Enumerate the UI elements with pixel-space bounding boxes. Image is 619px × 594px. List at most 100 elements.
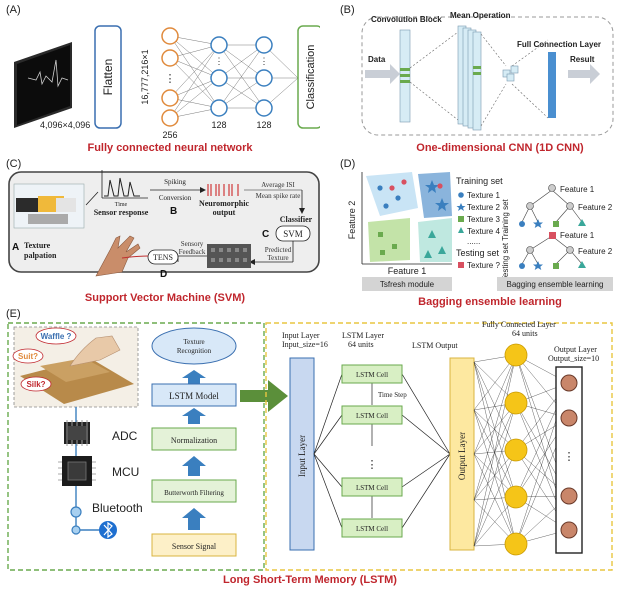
- decision-tree-testing: [521, 235, 583, 265]
- flow-lstm-model: [151, 383, 237, 407]
- ellipsis-128b: ⋮: [260, 56, 269, 66]
- lstm-cell-label: LSTM Cell: [356, 484, 388, 492]
- neuromorphic-label-2: output: [213, 208, 236, 217]
- tens-label: TENS: [153, 253, 173, 262]
- output-layer-header-2: Output_size=10: [548, 354, 599, 363]
- marker-b: B: [170, 206, 177, 217]
- sensor-response-waveform: [104, 177, 140, 197]
- lstm-cell: [341, 364, 403, 384]
- panel-b-caption: One-dimensional CNN (1D CNN): [416, 142, 584, 154]
- lstm-cell-label: LSTM Cell: [356, 371, 388, 379]
- axis-feature-1: Feature 1: [388, 266, 427, 276]
- flow-texture-recognition-label-2: Recognition: [177, 347, 212, 355]
- flow-lstm-model-label: LSTM Model: [169, 391, 219, 401]
- neuromorphic-spikes: [207, 184, 239, 196]
- panel-c-caption: Support Vector Machine (SVM): [84, 292, 246, 304]
- axis-time-label: Time: [115, 202, 128, 208]
- panel-a-label: (A): [6, 4, 21, 16]
- panel-d-diagram: Feature 2 Feature 1 Tsfresh module Train…: [347, 172, 613, 291]
- panel-d-label: (D): [340, 158, 356, 170]
- arrow-to-response: [85, 191, 99, 206]
- panel-b-diagram: Convolution Block Mean Operation Full Co…: [361, 11, 614, 136]
- lstm-cell: [341, 477, 403, 497]
- panel-e-label: (E): [6, 308, 21, 320]
- input-layer-label: Input Layer: [297, 435, 307, 477]
- flow-butterworth-label: Butterworth Filtering: [164, 489, 224, 497]
- feature-space-plot: [361, 172, 452, 265]
- mean-spike-label: Mean spike rate: [256, 192, 301, 200]
- legend-texture-4: Texture 4: [467, 227, 500, 236]
- tree-testing-label: Testing set: [501, 242, 510, 281]
- fc-header-1: Fully Connected Layer: [482, 320, 556, 329]
- layer-size-128b: 128: [256, 120, 271, 130]
- panel-b-frame: [361, 16, 614, 136]
- marker-a: A: [12, 242, 19, 253]
- panel-b-label: (B): [340, 4, 355, 16]
- lstm-layer-header-1: LSTM Layer: [342, 331, 384, 340]
- lstm-cell-label: LSTM Cell: [356, 525, 388, 533]
- panel-c-label: (C): [6, 158, 22, 170]
- tsfresh-label: Tsfresh module: [380, 280, 435, 289]
- layer-size-256: 256: [162, 130, 177, 140]
- lstm-connections: [313, 373, 451, 529]
- suit-bubble: [12, 348, 44, 364]
- legend-texture-2: Texture 2: [467, 203, 500, 212]
- data-arrow: [365, 64, 400, 84]
- decision-tree-training: [521, 184, 583, 223]
- output-nodes: [560, 374, 578, 539]
- panel-e-caption: Long Short-Term Memory (LSTM): [223, 574, 397, 586]
- flatten-label: Flatten: [101, 59, 115, 96]
- input-layer-header-1: Input Layer: [282, 331, 320, 340]
- finger-illustration: [69, 335, 121, 367]
- tree-feature-1-top: Feature 1: [560, 185, 595, 194]
- panel-a-caption: Fully connected neural network: [87, 142, 253, 154]
- flow-sensor-signal: [151, 533, 237, 557]
- marker-c: C: [262, 229, 269, 240]
- legend-texture-1: Texture 1: [467, 191, 500, 200]
- mcu-label: MCU: [112, 465, 139, 479]
- axis-feature-2: Feature 2: [347, 201, 357, 240]
- tree-training-label: Training set: [501, 198, 510, 240]
- spiking-label-1: Spiking: [164, 178, 186, 186]
- waffle-bubble: [35, 327, 77, 345]
- tree-feature-1-bottom: Feature 1: [560, 231, 595, 240]
- avg-isi-label: Average ISI: [261, 181, 295, 189]
- flow-texture-recognition: [151, 327, 237, 365]
- bagging-learning-label: Bagging ensemble learning: [507, 280, 604, 289]
- lstm-frame: [265, 322, 613, 571]
- result-label: Result: [570, 55, 595, 64]
- legend-texture-unknown: Texture ?: [467, 261, 500, 270]
- legend-training-set: Training set: [456, 176, 503, 186]
- texture-palpation-label-2: palpation: [24, 251, 57, 260]
- silk-bubble: [20, 376, 52, 392]
- silk-label: Silk?: [26, 380, 45, 389]
- classification-label: Classification: [305, 45, 317, 110]
- flow-sensor-signal-label: Sensor Signal: [172, 542, 217, 551]
- flatten-box: [94, 25, 122, 129]
- image-size-label: 4,096×4,096: [40, 120, 90, 130]
- legend-texture-3: Texture 3: [467, 215, 500, 224]
- fc-header-2: 64 units: [512, 329, 538, 338]
- output-ellipsis: ⋮: [564, 451, 575, 463]
- tens-box: [147, 249, 179, 265]
- adc-label: ADC: [112, 429, 138, 443]
- flow-normalization-label: Normalization: [171, 436, 217, 445]
- output-layer-header-1: Output Layer: [554, 345, 597, 354]
- lstm-ellipsis: ⋮: [367, 459, 378, 471]
- suit-label: Suit?: [18, 352, 38, 361]
- signal-image-stack: [14, 42, 72, 128]
- flow-butterworth: [151, 479, 237, 503]
- texture-palpation-label-1: Texture: [24, 241, 51, 250]
- feedback-label-2: Feedback: [179, 248, 206, 256]
- lstm-cell: [341, 518, 403, 538]
- tree-feature-2-top: Feature 2: [578, 203, 613, 212]
- predicted-label-1: Predicted: [265, 246, 292, 254]
- lstm-output-label: Output Layer: [457, 432, 467, 480]
- bagging-learning-box: [497, 277, 613, 291]
- flow-normalization: [151, 427, 237, 451]
- layer-size-128a: 128: [211, 120, 226, 130]
- input-layer-nodes: [161, 27, 179, 127]
- fc-layer-label: Full Connection Layer: [517, 40, 601, 49]
- legend-testing-set: Testing set: [456, 248, 500, 258]
